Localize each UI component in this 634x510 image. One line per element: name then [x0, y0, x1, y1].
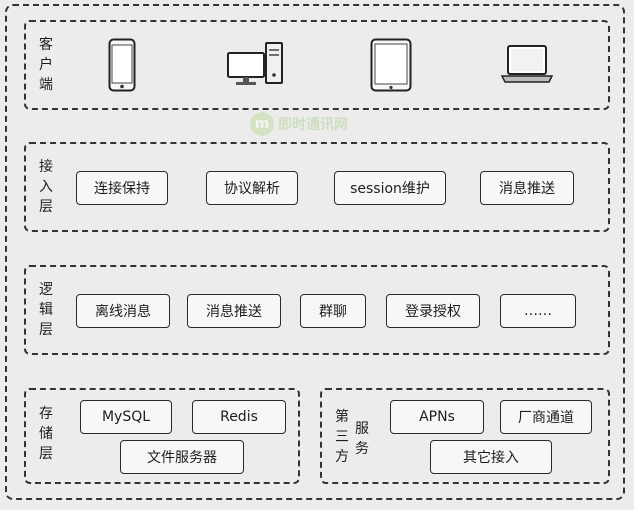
system-boundary: [5, 4, 625, 500]
logic-item-more: ……: [500, 294, 576, 328]
desktop-computer-icon: [227, 42, 283, 85]
storage-item-mysql: MySQL: [80, 400, 172, 434]
third-party-item-other-access: 其它接入: [430, 440, 552, 474]
logic-item-offline-message: 离线消息: [76, 294, 170, 328]
logic-item-message-push: 消息推送: [187, 294, 281, 328]
watermark-text: 即时通讯网: [278, 117, 348, 133]
logic-item-group-chat: 群聊: [300, 294, 366, 328]
third-party-layer: [320, 388, 610, 484]
watermark: m 即时通讯网: [250, 112, 348, 136]
storage-layer: [24, 388, 300, 484]
laptop-icon: [500, 45, 554, 83]
watermark-logo-icon: m: [250, 112, 274, 136]
access-layer: [24, 142, 610, 232]
third-party-label: 第三方: [335, 409, 349, 465]
third-party-item-vendor-channel: 厂商通道: [500, 400, 592, 434]
logic-item-login-auth: 登录授权: [386, 294, 480, 328]
third-party-item-apns: APNs: [390, 400, 484, 434]
storage-layer-label: 存储层: [39, 406, 53, 462]
logic-layer: [24, 265, 610, 355]
logic-layer-label: 逻辑层: [39, 282, 53, 338]
tablet-icon: [370, 38, 412, 92]
client-layer-label: 客户端: [39, 37, 53, 93]
storage-item-redis: Redis: [192, 400, 286, 434]
third-party-service-label: 服务: [355, 421, 369, 457]
access-item-message-push: 消息推送: [480, 171, 574, 205]
access-layer-label: 接入层: [39, 159, 53, 215]
phone-icon: [108, 38, 136, 92]
access-item-session-maintain: session维护: [334, 171, 446, 205]
client-layer: [24, 20, 610, 110]
access-item-protocol-parse: 协议解析: [206, 171, 298, 205]
storage-item-file-server: 文件服务器: [120, 440, 244, 474]
access-item-connection-keep: 连接保持: [76, 171, 168, 205]
